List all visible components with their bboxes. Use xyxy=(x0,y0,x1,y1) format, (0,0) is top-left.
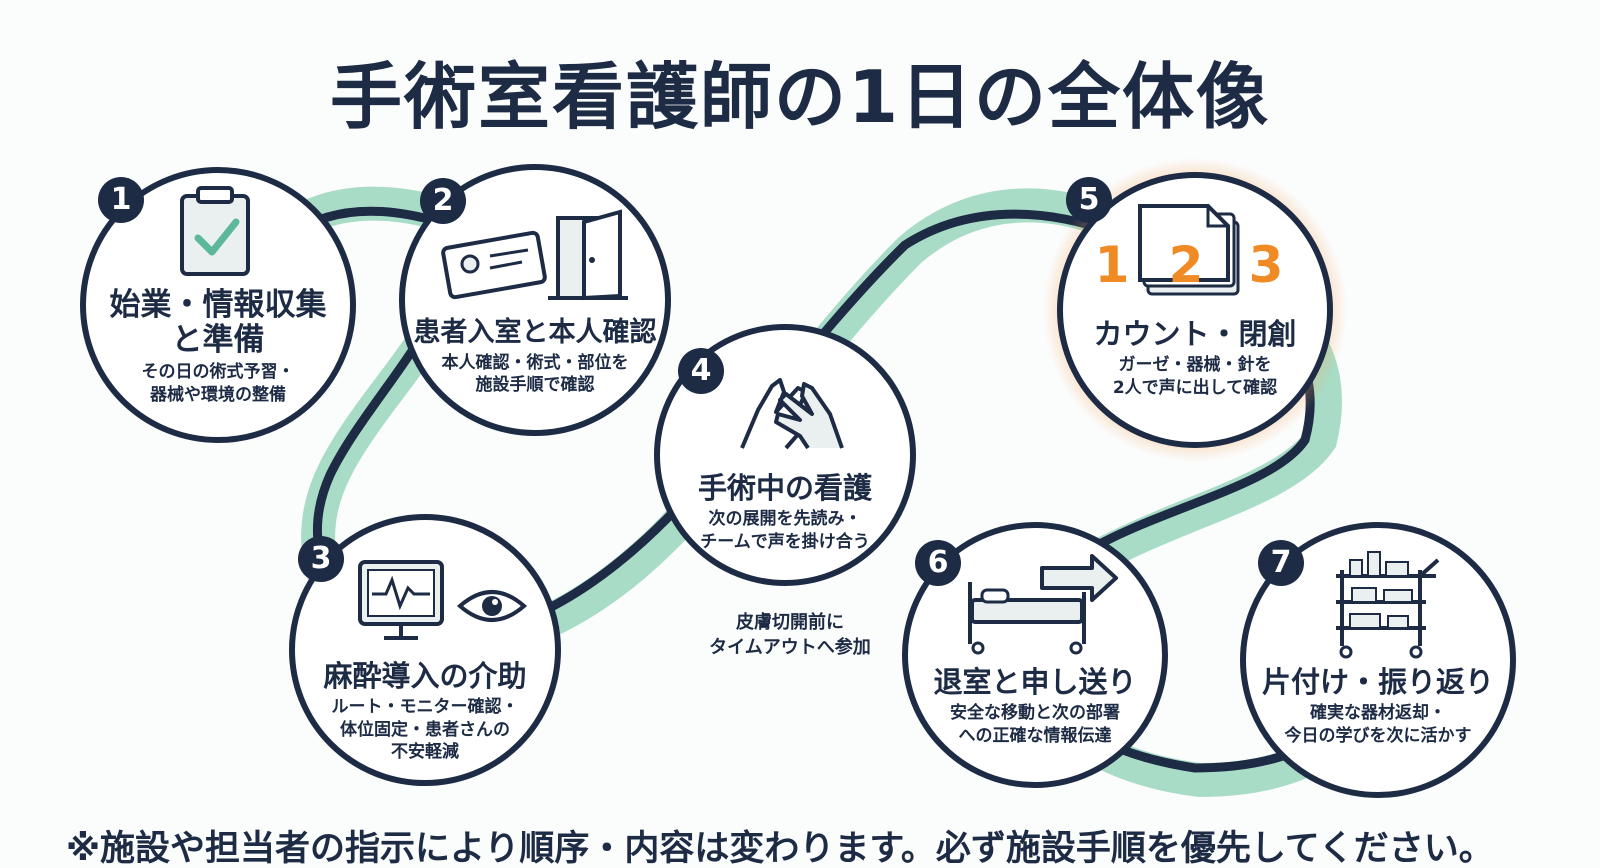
step-6-title: 退室と申し送り xyxy=(933,665,1137,699)
step-1-text: 始業・情報収集 と準備 その日の術式予習・ 器械や環境の整備 xyxy=(100,288,336,406)
step-4-text: 手術中の看護 次の展開を先読み・ チームで声を掛け合う xyxy=(670,472,900,553)
step-2-number: 2 xyxy=(420,178,466,224)
step-2-title: 患者入室と本人確認 xyxy=(413,317,657,348)
clipboard-check-icon xyxy=(180,186,250,276)
step-7-number: 7 xyxy=(1258,540,1304,586)
page-title: 手術室看護師の1日の全体像 xyxy=(329,55,1271,139)
step-2-text: 患者入室と本人確認 本人確認・術式・部位を 施設手順で確認 xyxy=(410,317,660,396)
step-4-title: 手術中の看護 xyxy=(697,471,872,505)
step-5-text: カウント・閉創 ガーゼ・器械・針を 2人で声に出して確認 xyxy=(1075,318,1315,399)
step-1-description: その日の術式予習・ 器械や環境の整備 xyxy=(141,362,295,405)
step-1-title: 始業・情報収集 と準備 xyxy=(109,287,327,358)
step-4-circle xyxy=(654,324,916,586)
step-4-description: 次の展開を先読み・ チームで声を掛け合う xyxy=(700,509,870,552)
footnote: ※施設や担当者の指示により順序・内容は変わります。必ず施設手順を優先してください… xyxy=(66,829,1494,868)
step-5-circle xyxy=(1057,172,1333,448)
step-5-title: カウント・閉創 xyxy=(1093,317,1297,351)
step-3-description: ルート・モニター確認・ 体位固定・患者さんの 不安軽減 xyxy=(331,697,519,762)
step-6-text: 退室と申し送り 安全な移動と次の部署 への正確な情報伝達 xyxy=(918,666,1152,747)
id-card-door-icon xyxy=(441,209,628,301)
step-7-circle xyxy=(1240,522,1516,798)
step-4-number: 4 xyxy=(678,348,724,394)
gauze-count-icon xyxy=(1138,204,1240,296)
step-3-title: 麻酔導入の介助 xyxy=(323,659,527,693)
bed-arrow-icon xyxy=(968,554,1118,655)
step-1-circle xyxy=(80,167,356,443)
step-3-text: 麻酔導入の介助 ルート・モニター確認・ 体位固定・患者さんの 不安軽減 xyxy=(305,660,545,763)
step-5-description: ガーゼ・器械・針を 2人で声に出して確認 xyxy=(1112,355,1278,398)
supply-cart-icon xyxy=(1336,551,1440,659)
monitor-eye-icon xyxy=(358,560,528,640)
gloved-hands-icon xyxy=(740,378,844,450)
step-7-title: 片付け・振り返り xyxy=(1261,665,1494,699)
step-2-description: 本人確認・術式・部位を 施設手順で確認 xyxy=(441,353,629,396)
step-5-number: 5 xyxy=(1066,177,1112,223)
count-label-3: 3 xyxy=(1249,236,1284,294)
count-label-2: 2 xyxy=(1169,236,1204,294)
step-3-number: 3 xyxy=(298,536,344,582)
step-7-description: 確実な器材返却・ 今日の学びを次に活かす xyxy=(1284,703,1472,746)
step-1-number: 1 xyxy=(98,177,144,223)
count-label-1: 1 xyxy=(1095,236,1130,294)
timeout-note: 皮膚切開前に タイムアウトへ参加 xyxy=(709,612,871,659)
step-6-number: 6 xyxy=(915,540,961,586)
step-6-description: 安全な移動と次の部署 への正確な情報伝達 xyxy=(950,703,1120,746)
step-7-text: 片付け・振り返り 確実な器材返却・ 今日の学びを次に活かす xyxy=(1253,666,1503,747)
